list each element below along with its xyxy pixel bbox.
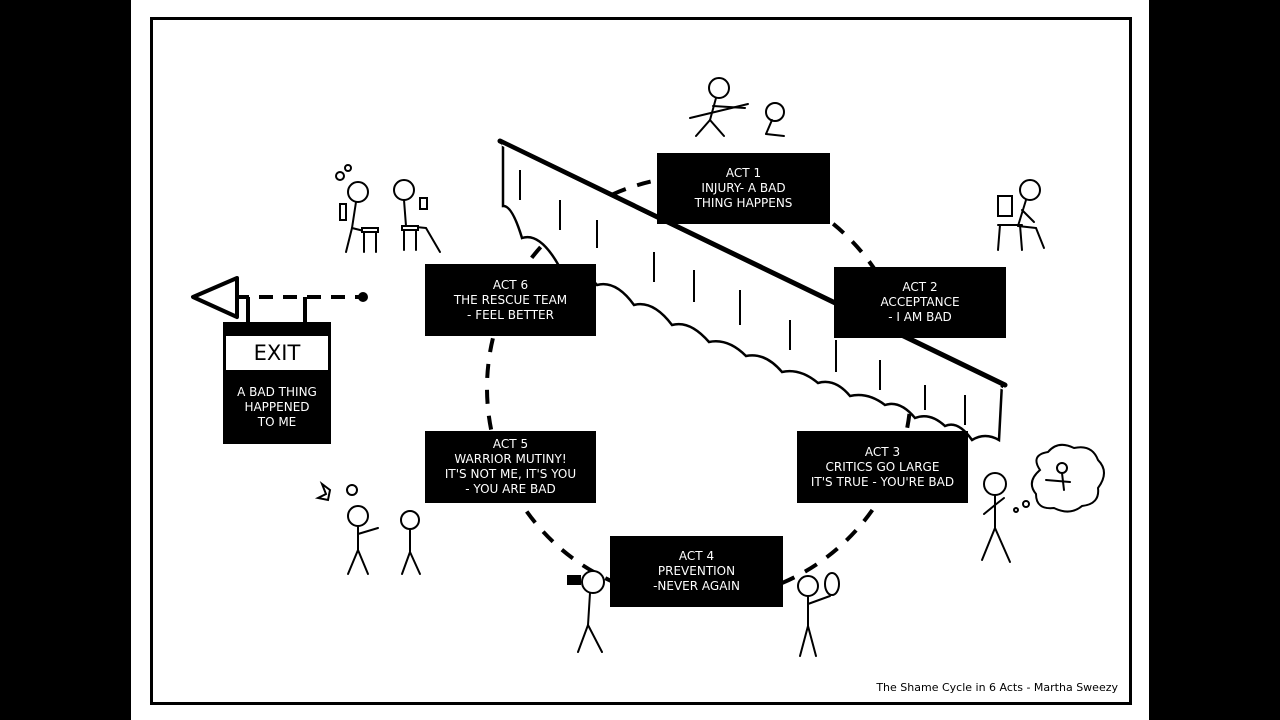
stick-figure-icon <box>314 481 421 575</box>
exit-sign-body: A BAD THING HAPPENED TO ME <box>223 370 331 444</box>
act-2-line: - I AM BAD <box>888 310 952 324</box>
act-2-line: ACCEPTANCE <box>880 295 960 309</box>
act-1-box: ACT 1 INJURY- A BAD THING HAPPENS <box>657 153 830 224</box>
act-4-line: PREVENTION <box>657 564 736 578</box>
act-1-line: THING HAPPENS <box>694 196 793 210</box>
act-6-title: ACT 6 <box>492 277 529 292</box>
stick-figure-icon <box>797 572 840 657</box>
act-5-box: ACT 5 WARRIOR MUTINY! IT'S NOT ME, IT'S … <box>425 431 596 503</box>
act-2-box: ACT 2 ACCEPTANCE - I AM BAD <box>834 267 1006 338</box>
exit-sign-title: EXIT <box>226 336 328 370</box>
diagram-frame <box>150 17 1132 705</box>
exit-sign-line: A BAD THING <box>237 384 317 399</box>
act-5-line: - YOU ARE BAD <box>465 482 556 496</box>
curtain-icon <box>497 138 1008 443</box>
stick-figure-icon <box>335 164 441 253</box>
act-6-line: THE RESCUE TEAM <box>453 292 568 307</box>
act-5-title: ACT 5 <box>492 437 529 451</box>
act-2-title: ACT 2 <box>902 280 938 294</box>
stick-figure-icon <box>981 472 1011 563</box>
exit-sign-line: TO ME <box>257 414 297 429</box>
act-5-line: WARRIOR MUTINY! <box>454 452 567 466</box>
stick-figure-icon <box>997 179 1045 251</box>
act-3-line: IT'S TRUE - YOU'RE BAD <box>810 474 955 489</box>
act-6-line: - FEEL BETTER <box>467 307 554 322</box>
act-6-box: ACT 6 THE RESCUE TEAM - FEEL BETTER <box>425 264 596 336</box>
act-1-title: ACT 1 <box>725 166 762 180</box>
act-4-box: ACT 4 PREVENTION -NEVER AGAIN <box>610 536 783 607</box>
thought-bubble-icon <box>1013 443 1105 513</box>
caption: The Shame Cycle in 6 Acts - Martha Sweez… <box>876 681 1118 694</box>
act-5-line: IT'S NOT ME, IT'S YOU <box>444 467 577 481</box>
stick-figure-icon <box>567 570 605 653</box>
act-4-title: ACT 4 <box>678 549 715 563</box>
stick-figure-icon <box>689 77 785 137</box>
exit-sign-line: HAPPENED <box>244 399 310 414</box>
act-4-line: -NEVER AGAIN <box>653 579 740 593</box>
act-3-title: ACT 3 <box>864 444 901 459</box>
act-3-line: CRITICS GO LARGE <box>825 459 940 474</box>
act-1-line: INJURY- A BAD <box>701 181 786 195</box>
act-3-box: ACT 3 CRITICS GO LARGE IT'S TRUE - YOU'R… <box>797 431 968 503</box>
